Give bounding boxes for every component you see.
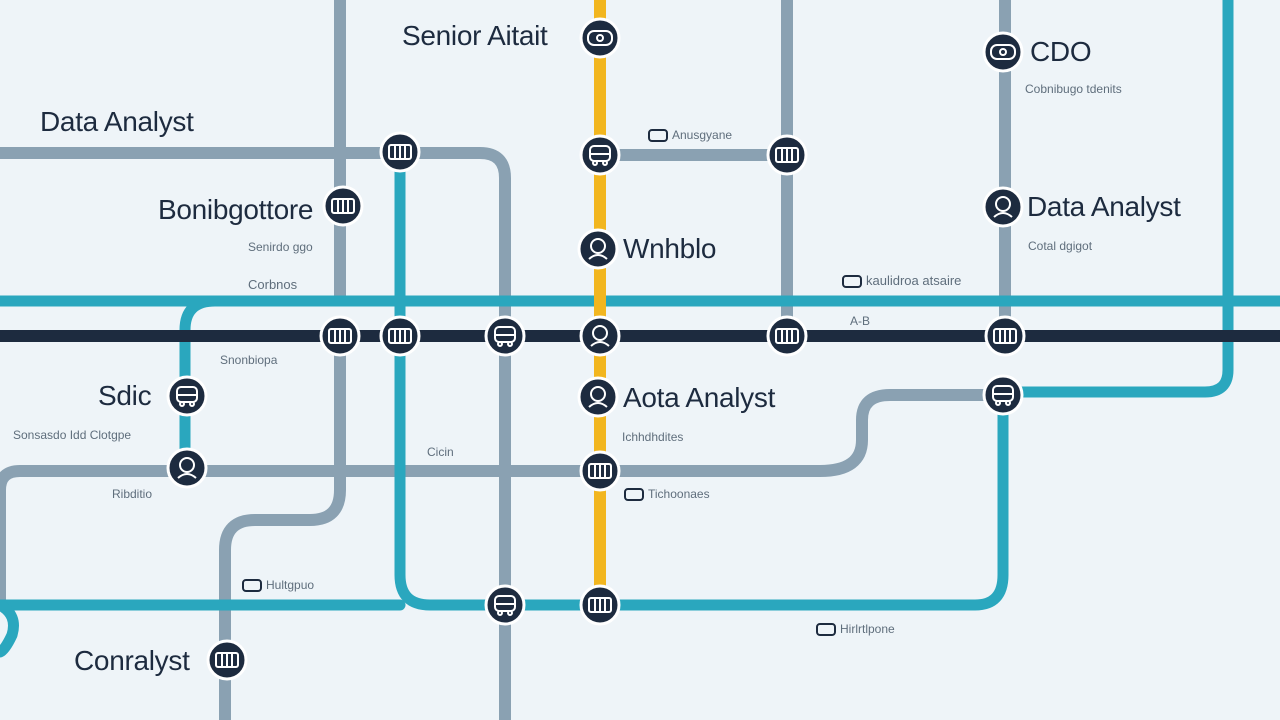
bus-icon bbox=[589, 145, 611, 166]
aota-sub-label: Ichhdhdites bbox=[622, 430, 684, 444]
bus-icon bbox=[842, 275, 862, 288]
station-marker[interactable] bbox=[577, 376, 619, 418]
grid-icon bbox=[775, 328, 799, 344]
station-marker[interactable] bbox=[579, 134, 621, 176]
network-icon bbox=[990, 44, 1016, 60]
station-marker[interactable] bbox=[766, 134, 808, 176]
bus-icon bbox=[648, 129, 668, 142]
station-marker[interactable] bbox=[379, 131, 421, 173]
bus-icon bbox=[992, 385, 1014, 406]
grid-icon bbox=[328, 328, 352, 344]
near-hub-label: A-B bbox=[850, 314, 871, 328]
line-teal-far-left-hook bbox=[0, 599, 19, 658]
ridnio-label: Ribditio bbox=[112, 487, 153, 501]
station-marker[interactable] bbox=[982, 374, 1024, 416]
person-icon bbox=[177, 457, 197, 479]
person-icon bbox=[588, 238, 608, 260]
station-marker[interactable] bbox=[579, 450, 621, 492]
data-analyst-left-label: Data Analyst bbox=[40, 106, 194, 137]
station-marker[interactable] bbox=[579, 315, 621, 357]
bus-icon bbox=[242, 579, 262, 592]
kaubidno-label: kaulidroa atsaire bbox=[842, 273, 961, 288]
person-icon bbox=[590, 325, 610, 347]
corbnos-label: Corbnos bbox=[248, 277, 298, 292]
person-icon bbox=[993, 196, 1013, 218]
bus-icon bbox=[176, 386, 198, 407]
station-marker[interactable] bbox=[206, 639, 248, 681]
tichoonaes-label: Tichoonaes bbox=[624, 487, 710, 501]
station-marker[interactable] bbox=[766, 315, 808, 357]
station-marker[interactable] bbox=[984, 315, 1026, 357]
grid-icon bbox=[388, 328, 412, 344]
hiritpone-label: Hirlrtlpone bbox=[816, 622, 895, 636]
bonibottore-sub-label: Senirdo ggo bbox=[248, 240, 313, 254]
station-marker[interactable] bbox=[484, 584, 526, 626]
bus-icon bbox=[494, 326, 516, 347]
senior-analyst-label: Senior Aitait bbox=[402, 20, 548, 51]
line-teal-left-bend bbox=[179, 295, 221, 476]
station-marker[interactable] bbox=[982, 31, 1024, 73]
station-marker[interactable] bbox=[579, 17, 621, 59]
station-marker[interactable] bbox=[982, 186, 1024, 228]
conralyst-label: Conralyst bbox=[74, 645, 190, 676]
sloc-sub-label: Sonsasdo Idd Clotgpe bbox=[13, 428, 132, 442]
station-marker[interactable] bbox=[319, 315, 361, 357]
aota-analyst-label: Aota Analyst bbox=[623, 382, 776, 413]
bus-icon bbox=[494, 595, 516, 616]
data-analyst-right-sub-label: Cotal dgigot bbox=[1028, 239, 1093, 253]
grid-icon bbox=[775, 147, 799, 163]
grid-icon bbox=[588, 597, 612, 613]
line-teal-right-vertical bbox=[999, 0, 1234, 398]
network-icon bbox=[587, 30, 613, 46]
bus-icon bbox=[816, 623, 836, 636]
grid-icon bbox=[215, 652, 239, 668]
line-gray-left-branch bbox=[219, 334, 346, 720]
wnhblo-label: Wnhblo bbox=[623, 233, 717, 264]
person-icon bbox=[588, 386, 608, 408]
station-marker[interactable] bbox=[166, 447, 208, 489]
aysgyane-label: Anusgyane bbox=[648, 128, 732, 142]
subwaps-label: Snonbiopa bbox=[220, 353, 278, 367]
stations bbox=[166, 17, 1026, 681]
cicin-label: Cicin bbox=[427, 445, 454, 459]
station-marker[interactable] bbox=[484, 315, 526, 357]
station-marker[interactable] bbox=[379, 315, 421, 357]
line-gray-top-loop bbox=[0, 147, 511, 720]
sloc-label: Sdic bbox=[98, 380, 152, 411]
line-gray-mid-horizontal bbox=[0, 389, 1011, 606]
line-teal-bottom bbox=[394, 149, 1009, 611]
bus-icon bbox=[624, 488, 644, 501]
huldgpoe-label: Hultgpuo bbox=[242, 578, 314, 592]
station-marker[interactable] bbox=[577, 228, 619, 270]
grid-icon bbox=[588, 463, 612, 479]
station-marker[interactable] bbox=[579, 584, 621, 626]
cdo-label: CDO bbox=[1030, 36, 1092, 67]
grid-icon bbox=[993, 328, 1017, 344]
grid-icon bbox=[331, 198, 355, 214]
station-marker[interactable] bbox=[322, 185, 364, 227]
station-marker[interactable] bbox=[166, 375, 208, 417]
bonibottore-label: Bonibgottore bbox=[158, 194, 314, 225]
data-analyst-right-label: Data Analyst bbox=[1027, 191, 1181, 222]
cdo-sub-label: Cobnibugo tdenits bbox=[1025, 82, 1122, 96]
grid-icon bbox=[388, 144, 412, 160]
